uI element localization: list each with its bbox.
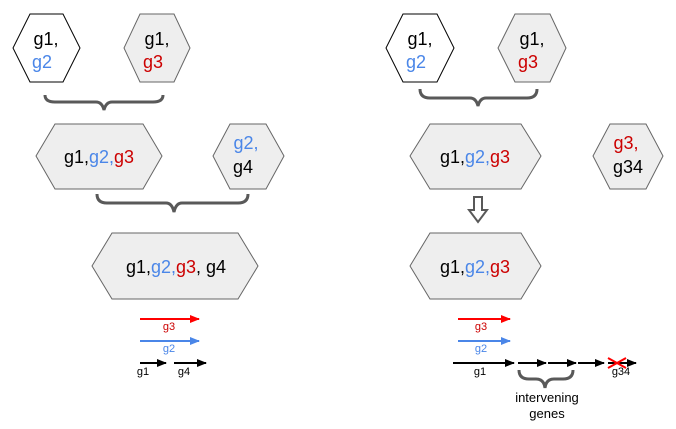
gene-g1: g1, <box>440 257 465 277</box>
label-g3: g3 <box>475 321 487 333</box>
right-gene-arrows: g3 g2 g1 g34 intervening genes <box>453 315 637 421</box>
hex-text-line2: g2 <box>32 52 52 72</box>
label-g3: g3 <box>163 321 175 333</box>
intervening-bracket <box>517 369 575 389</box>
hex-merged-text: g1,g2,g3 <box>440 147 510 167</box>
intervening-label-line2: genes <box>529 406 565 421</box>
left-hex-final: g1,g2,g3, g4 <box>91 232 259 300</box>
right-hex-merged: g1,g2,g3 <box>409 123 542 190</box>
left-hex-g2-g4: g2, g4 <box>212 123 285 190</box>
left-hex-merged: g1,g2,g3 <box>35 123 163 190</box>
hex-text-line1: g1, <box>144 29 169 49</box>
left-hex-g1-g2: g1, g2 <box>12 13 81 83</box>
right-hex-g1-g2: g1, g2 <box>385 13 455 83</box>
cross-mark-icon <box>607 357 627 369</box>
gene-g3: g3 <box>490 257 510 277</box>
gene-g2: g2, <box>465 147 490 167</box>
gene-g4: , g4 <box>196 257 226 277</box>
left-bracket-1 <box>43 94 165 111</box>
hex-text-line1: g1, <box>33 29 58 49</box>
gene-g2: g2, <box>465 257 490 277</box>
gene-g3: g3 <box>490 147 510 167</box>
label-g2: g2 <box>475 343 487 355</box>
hex-final-text: g1,g2,g3, g4 <box>126 257 226 277</box>
gene-g3: g3 <box>114 147 134 167</box>
hex-text-line2: g2 <box>406 52 426 72</box>
left-hex-g1-g3: g1, g3 <box>123 13 191 83</box>
hex-text-line1: g1, <box>519 29 544 49</box>
label-g1: g1 <box>474 366 486 378</box>
right-hex-g3-g34: g3, g34 <box>592 123 664 190</box>
hex-text-line1: g2, <box>233 133 258 153</box>
hex-final-text: g1,g2,g3 <box>440 257 510 277</box>
hex-text-line2: g3 <box>143 52 163 72</box>
right-bracket-1 <box>418 88 539 107</box>
hex-text-line1: g3, <box>613 133 638 153</box>
hex-text-line2: g3 <box>518 52 538 72</box>
right-hex-g1-g3: g1, g3 <box>497 13 567 83</box>
hex-text-line2: g34 <box>613 157 643 177</box>
hex-text-line1: g1, <box>407 29 432 49</box>
down-arrow-icon <box>467 196 489 224</box>
label-g2: g2 <box>163 343 175 355</box>
label-g34: g34 <box>612 366 630 378</box>
gene-g2: g2, <box>151 257 176 277</box>
hex-merged-text: g1,g2,g3 <box>64 147 134 167</box>
gene-g1: g1, <box>64 147 89 167</box>
gene-g2: g2, <box>89 147 114 167</box>
label-g4: g4 <box>178 366 190 378</box>
intervening-label-line1: intervening <box>515 390 579 405</box>
label-g1: g1 <box>137 366 149 378</box>
left-bracket-2 <box>95 193 250 213</box>
right-hex-final: g1,g2,g3 <box>409 232 542 300</box>
gene-g1: g1, <box>440 147 465 167</box>
left-panel: g1, g2 g1, g3 g1,g2,g3 g2, g4 <box>12 13 285 378</box>
right-panel: g1, g2 g1, g3 g1,g2,g3 g3, g34 <box>385 13 664 421</box>
gene-g1: g1, <box>126 257 151 277</box>
left-gene-arrows: g3 g2 g1 g4 <box>137 315 207 378</box>
hex4-line1-text: g3, <box>613 133 638 153</box>
hex-text-line2: g4 <box>233 157 253 177</box>
gene-g3: g3 <box>176 257 196 277</box>
